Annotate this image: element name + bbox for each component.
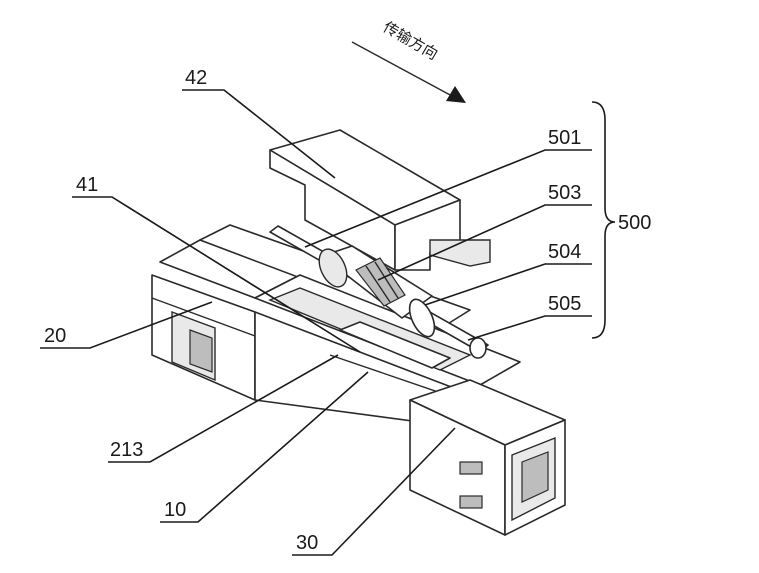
label-213: 213	[110, 439, 143, 461]
label-504: 504	[548, 241, 581, 263]
transmission-direction: 传输方向	[351, 18, 466, 103]
leader-42	[182, 89, 336, 179]
leader-213	[108, 354, 339, 463]
collar-504	[408, 298, 436, 338]
shaft-assembly-500	[269, 225, 489, 359]
label-10: 10	[164, 499, 186, 521]
label-500: 500	[618, 212, 651, 234]
connector-port-lower	[459, 495, 483, 509]
direction-arrow-head	[446, 86, 466, 103]
label-30: 30	[296, 532, 318, 554]
label-505: 505	[548, 293, 581, 315]
shaft-end-cap	[469, 337, 487, 359]
block-tab	[429, 239, 491, 267]
label-501: 501	[548, 127, 581, 149]
label-42: 42	[185, 67, 207, 89]
leader-lines	[40, 89, 616, 556]
leader-41	[72, 196, 361, 353]
bar-41	[339, 321, 451, 369]
direction-arrow-shaft	[351, 41, 453, 97]
block-42	[269, 129, 491, 271]
direction-label: 传输方向	[380, 18, 441, 64]
tube-501-end	[318, 248, 348, 288]
leader-501	[304, 149, 592, 248]
brace-500	[591, 101, 616, 339]
connector-socket-inner	[521, 451, 549, 503]
connector-port-upper	[459, 461, 483, 475]
part-labels: 42 41 20 213 10 30 501 503 504 505 500	[44, 67, 651, 554]
leader-20	[40, 301, 213, 349]
housing-edge-line	[151, 297, 256, 337]
leader-504	[424, 263, 592, 306]
label-503: 503	[548, 182, 581, 204]
coupler-rib-1	[365, 265, 391, 303]
label-41: 41	[76, 174, 98, 196]
coupler-rib-2	[374, 261, 399, 299]
leader-30	[292, 427, 456, 556]
leader-10	[160, 371, 369, 523]
label-20: 20	[44, 325, 66, 347]
leader-505	[467, 315, 592, 341]
housing-slot-inner	[189, 329, 213, 373]
leader-503	[377, 204, 592, 281]
connector-30	[409, 379, 566, 536]
slider-10	[254, 274, 521, 431]
